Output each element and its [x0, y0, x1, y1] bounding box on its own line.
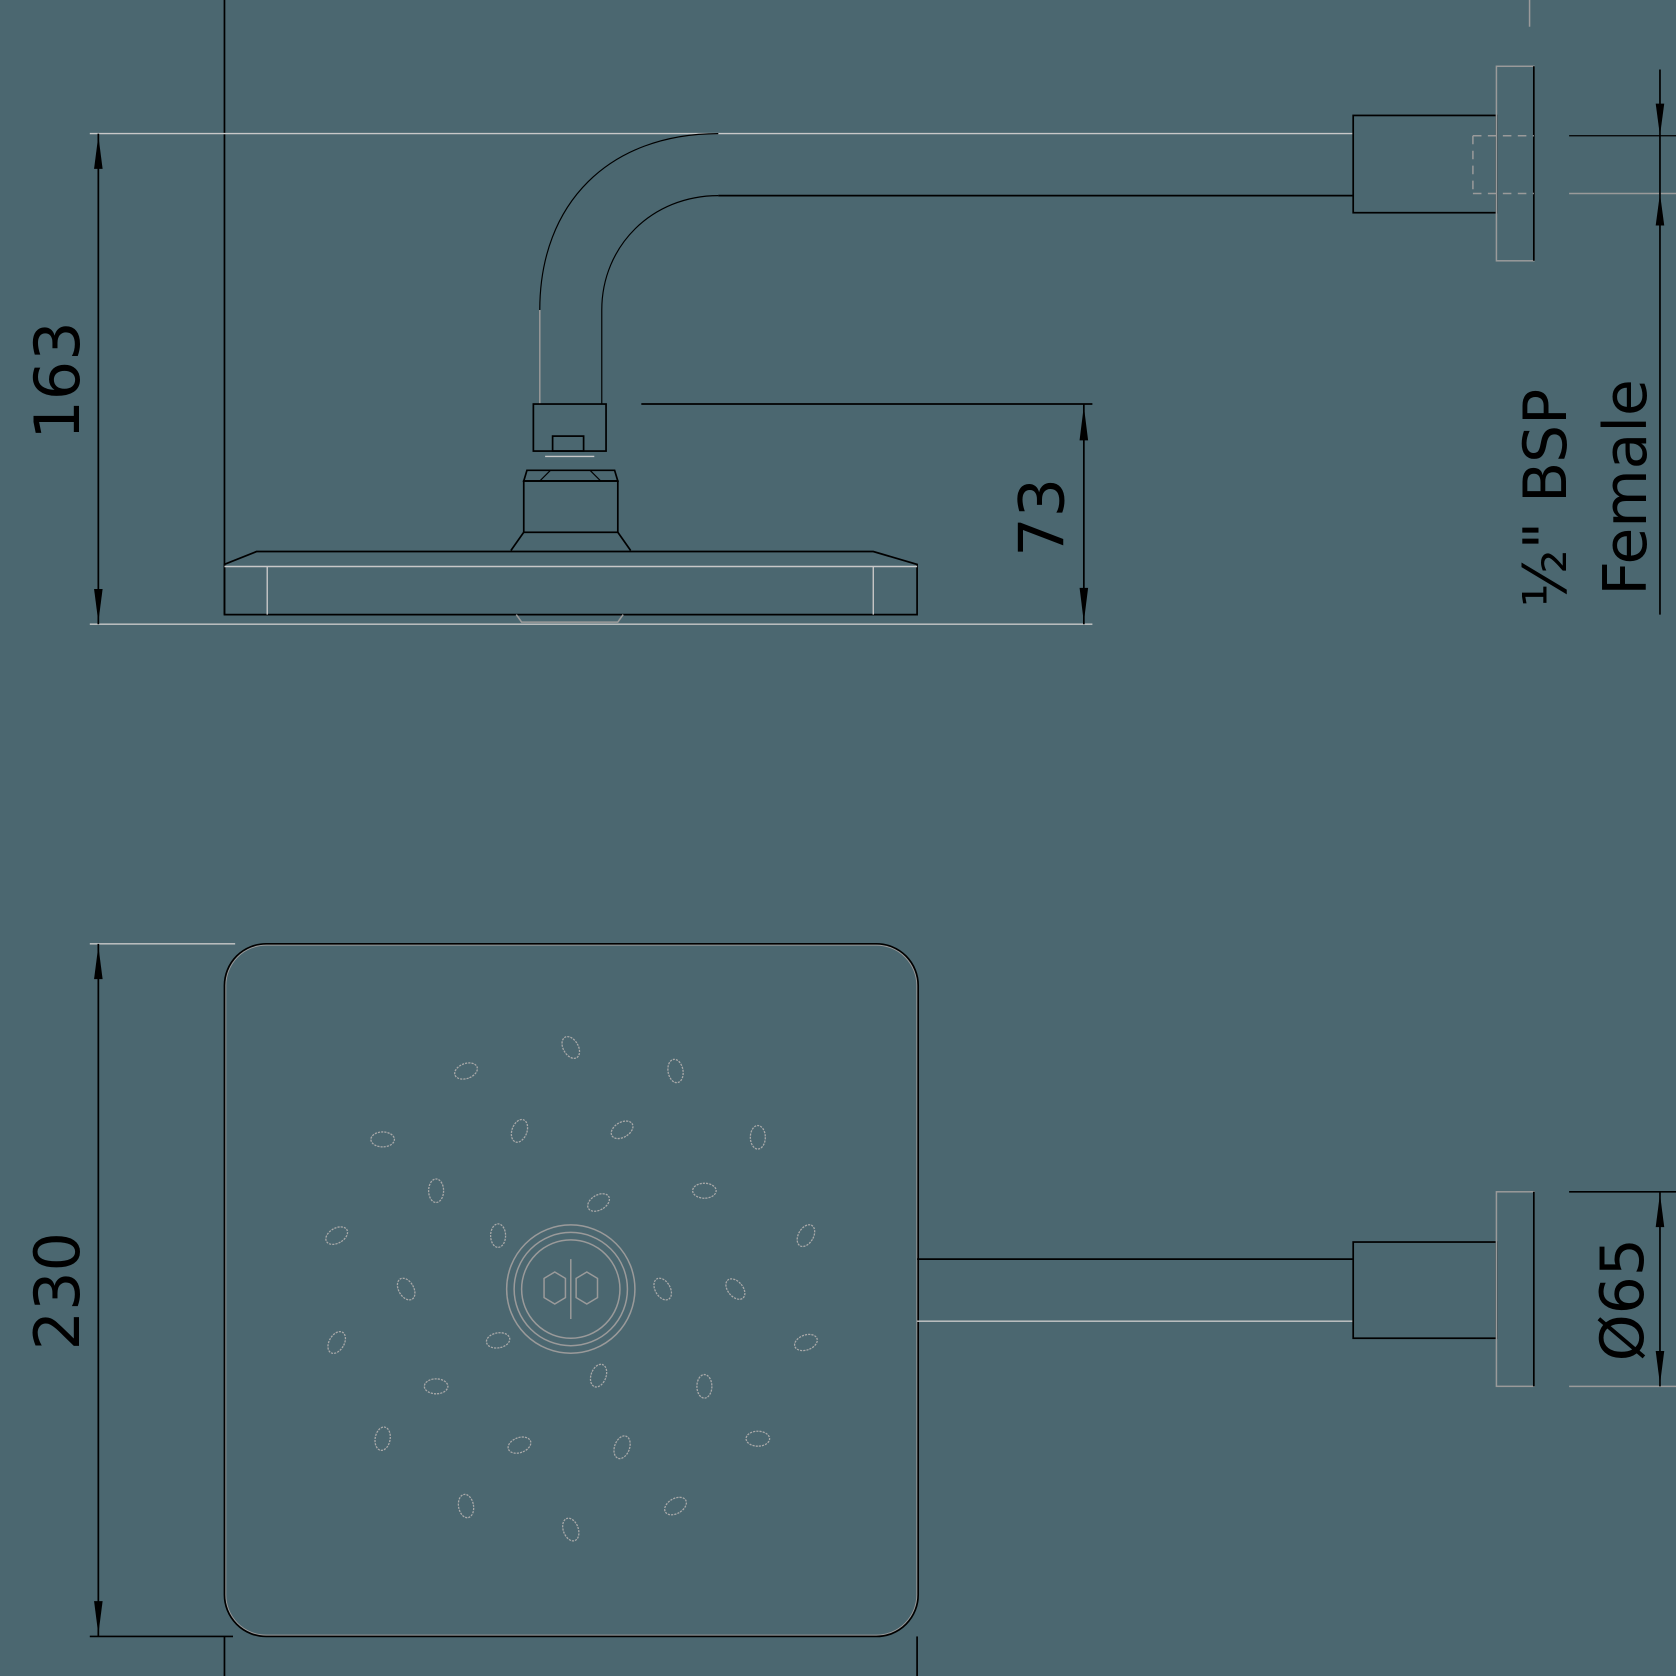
thread-label-female: Female	[1591, 379, 1661, 595]
brand-logo-icon	[505, 1224, 636, 1354]
thread-label-bsp: ½" BSP	[1511, 389, 1581, 608]
dimension-label-163: 163	[21, 321, 94, 439]
dimension-label-diameter-65: Ø65	[1588, 1238, 1658, 1361]
spray-nozzles	[325, 1036, 818, 1542]
plan-view: 230 Ø65	[21, 942, 1676, 1676]
side-elevation-view: 163 73 ½" BSP Female	[21, 0, 1676, 625]
dimension-label-73: 73	[1006, 478, 1079, 557]
dimension-label-230: 230	[21, 1232, 94, 1350]
